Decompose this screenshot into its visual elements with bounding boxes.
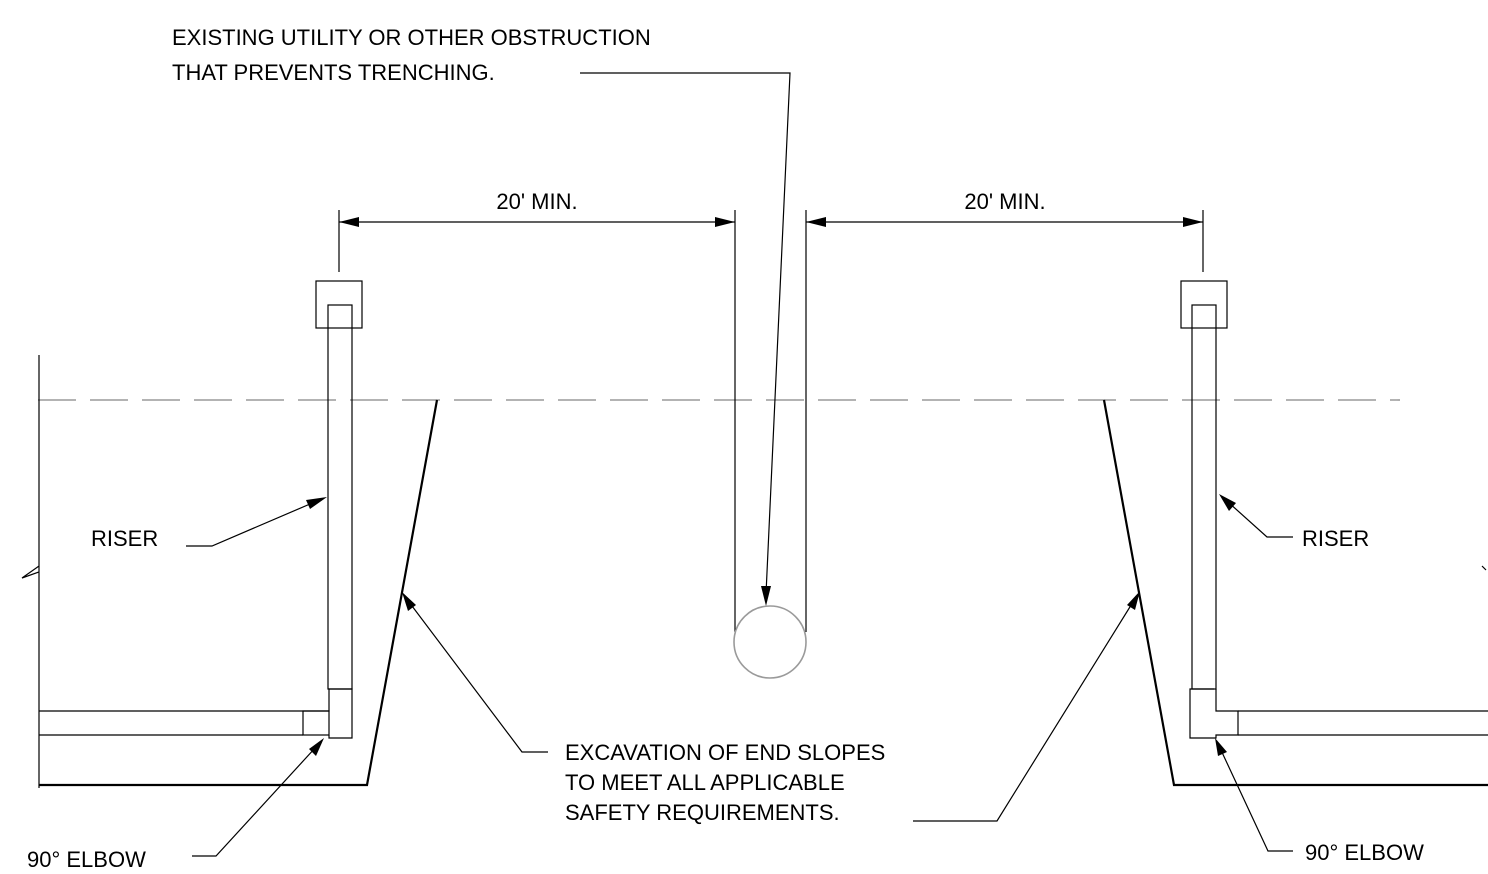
existing-utility-pipe [733, 605, 807, 679]
dim-arrow-right-start [806, 217, 826, 227]
elbow-right-leader [1219, 747, 1293, 852]
left-break-line [21, 355, 40, 788]
riser-left-leader-arrow [306, 497, 327, 509]
dim-arrow-left-start [339, 217, 359, 227]
riser-right-leader [1227, 501, 1293, 538]
riser-left-leader [186, 500, 318, 547]
left-excavation-outline [39, 399, 439, 787]
riser-left-label: RISER [91, 526, 158, 551]
obstruction-leader [580, 72, 791, 595]
obstruction-label-line1: EXISTING UTILITY OR OTHER OBSTRUCTION [172, 25, 651, 50]
elbow-right-label: 90° ELBOW [1305, 840, 1424, 865]
dim-arrow-left-end [715, 217, 735, 227]
obstruction-leader-arrow [761, 586, 771, 606]
excavation-left-leader [408, 601, 548, 753]
left-riser-cap [315, 280, 363, 329]
left-elbow [302, 710, 330, 736]
riser-right-label: RISER [1302, 526, 1369, 551]
elbow-right-leader-arrow [1215, 738, 1227, 756]
dim-label-left: 20' MIN. [496, 189, 577, 214]
elbow-left-leader-arrow [309, 738, 324, 756]
right-riser-cap [1180, 280, 1228, 329]
left-elbow-bend [303, 688, 353, 739]
excavation-right-leader [913, 601, 1134, 822]
excavation-label-line2: TO MEET ALL APPLICABLE [565, 770, 845, 795]
right-excavation-outline [1102, 399, 1488, 787]
riser-right-leader-arrow [1219, 494, 1236, 511]
left-riser [327, 304, 353, 690]
excavation-label-line3: SAFETY REQUIREMENTS. [565, 800, 840, 825]
obstruction-label-line2: THAT PREVENTS TRENCHING. [172, 60, 495, 85]
dim-label-right: 20' MIN. [964, 189, 1045, 214]
right-break-mark [1481, 565, 1487, 571]
right-elbow [1189, 688, 1239, 739]
elbow-left-label: 90° ELBOW [27, 847, 146, 872]
excavation-left-leader-arrow [402, 592, 416, 611]
dim-arrow-right-end [1183, 217, 1203, 227]
right-riser [1191, 304, 1217, 690]
elbow-left-leader [192, 746, 317, 857]
excavation-right-leader-arrow [1127, 591, 1140, 610]
excavation-label-line1: EXCAVATION OF END SLOPES [565, 740, 885, 765]
